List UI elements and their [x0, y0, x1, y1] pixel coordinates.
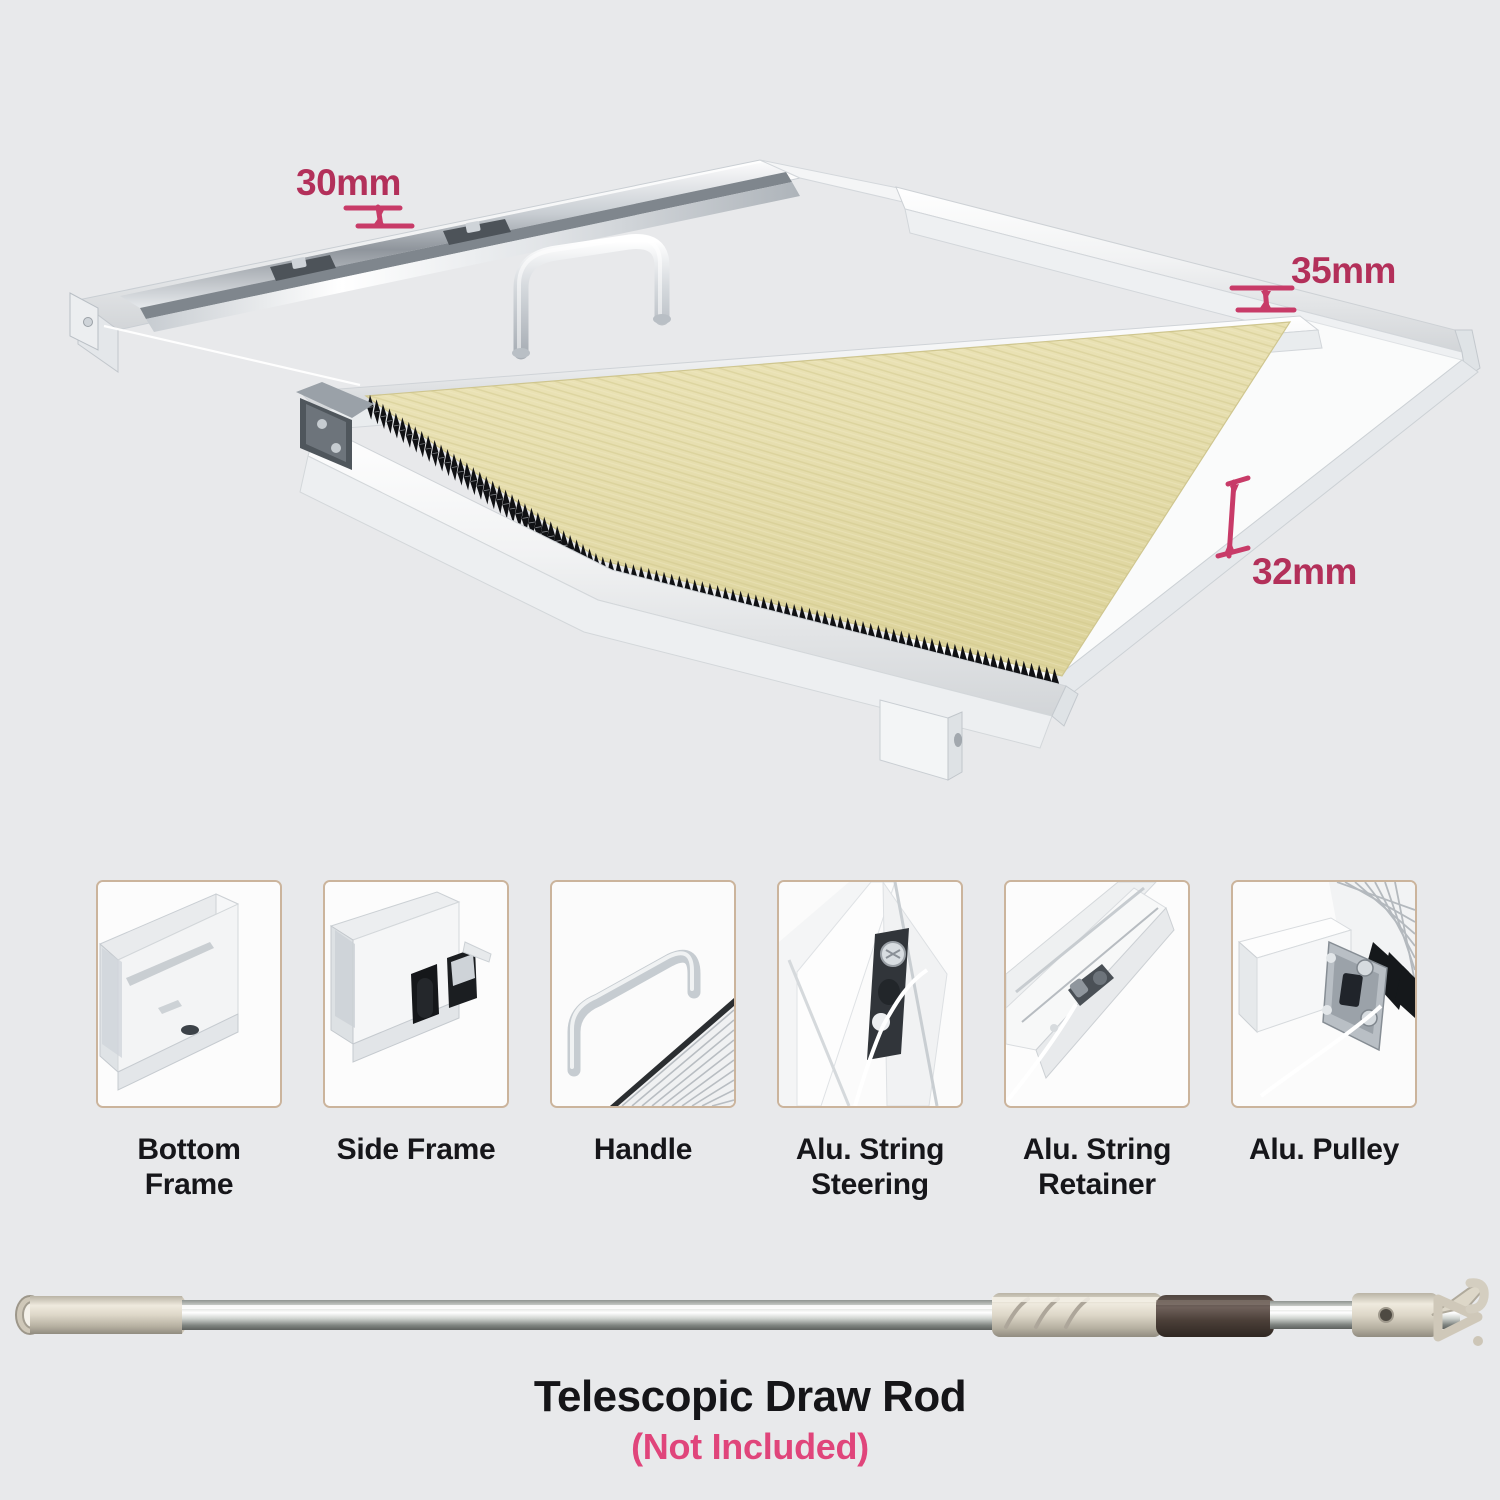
rod-caption: Telescopic Draw Rod (Not Included)	[0, 1372, 1500, 1468]
hero-product-illustration: 30mm 35mm 32mm	[69, 159, 1481, 781]
thumbnail-label-alu-string-retainer: Alu. String Retainer	[1022, 1133, 1172, 1202]
pulley-end-cap-mechanism-icon	[1233, 882, 1415, 1106]
thumbnail-image-side-frame[interactable]	[323, 880, 509, 1108]
dimension-label-30mm: 30mm	[296, 162, 401, 203]
thumbnail-alu-string-retainer[interactable]: Alu. String Retainer	[999, 880, 1195, 1203]
thumbnail-image-alu-string-steering[interactable]	[777, 880, 963, 1108]
d-shaped-metal-handle-icon	[552, 882, 734, 1106]
aluminium-u-channel-profile-icon	[98, 882, 280, 1106]
dimension-label-35mm: 35mm	[1291, 250, 1396, 291]
thumbnail-alu-string-steering[interactable]: Alu. String Steering	[772, 880, 968, 1203]
component-thumbnail-strip: Bottom Frame	[0, 880, 1500, 1220]
dimension-label-32mm: 32mm	[1252, 551, 1357, 592]
thumbnail-bottom-frame[interactable]: Bottom Frame	[91, 880, 287, 1203]
thumbnail-label-alu-pulley: Alu. Pulley	[1248, 1133, 1400, 1166]
rod-caption-title: Telescopic Draw Rod	[533, 1372, 967, 1421]
thumbnail-image-alu-string-retainer[interactable]	[1004, 880, 1190, 1108]
thumbnail-label-bottom-frame: Bottom Frame	[137, 1133, 241, 1202]
string-steering-bracket-icon	[779, 882, 961, 1106]
telescopic-draw-rod-illustration	[0, 1255, 1500, 1375]
thumbnail-label-handle: Handle	[593, 1133, 693, 1166]
rod-caption-note: (Not Included)	[631, 1426, 869, 1468]
thumbnail-image-bottom-frame[interactable]	[96, 880, 282, 1108]
thumbnail-label-side-frame: Side Frame	[336, 1133, 496, 1166]
dimension-markers	[343, 204, 1297, 559]
thumbnail-alu-pulley[interactable]: Alu. Pulley	[1226, 880, 1422, 1167]
string-retainer-clip-icon	[1006, 882, 1188, 1106]
hero-product-svg	[69, 159, 1481, 781]
aluminium-side-rail-profile-icon	[325, 882, 507, 1106]
telescopic-draw-rod-svg	[15, 1278, 1489, 1346]
thumbnail-side-frame[interactable]: Side Frame	[318, 880, 514, 1167]
thumbnail-label-alu-string-steering: Alu. String Steering	[795, 1133, 945, 1202]
thumbnail-image-alu-pulley[interactable]	[1231, 880, 1417, 1108]
thumbnail-image-handle[interactable]	[550, 880, 736, 1108]
thumbnail-handle[interactable]: Handle	[545, 880, 741, 1167]
